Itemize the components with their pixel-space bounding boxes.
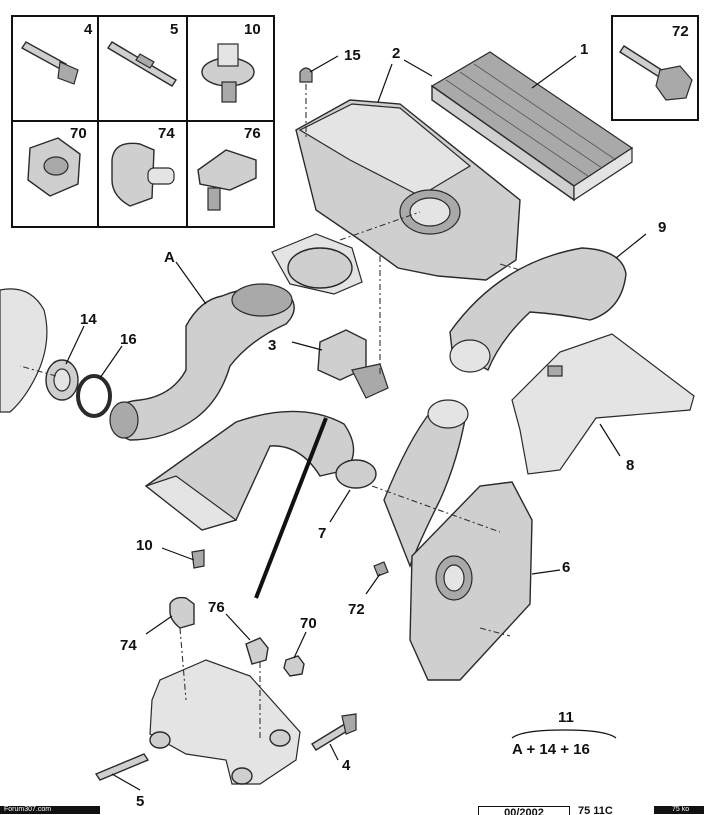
clip-74-icon bbox=[111, 142, 175, 207]
airflow-sensor-sleeve bbox=[271, 233, 363, 295]
engine-fragment bbox=[0, 288, 48, 413]
clip-15 bbox=[299, 67, 313, 83]
assembly-axes bbox=[19, 84, 521, 738]
inset-label-4: 4 bbox=[84, 21, 93, 38]
footer-watermark: Forum307.com bbox=[4, 806, 52, 813]
stud-5-icon bbox=[107, 41, 177, 87]
inset-label-10: 10 bbox=[244, 21, 261, 38]
screw-4-part bbox=[311, 713, 357, 751]
label-8: 8 bbox=[626, 457, 634, 474]
label-2: 2 bbox=[392, 45, 400, 62]
reference-date-box: 00/2002 bbox=[478, 806, 570, 815]
label-1: 1 bbox=[580, 41, 588, 58]
label-15: 15 bbox=[344, 47, 361, 64]
label-76: 76 bbox=[208, 599, 225, 616]
label-11: 11 bbox=[558, 709, 574, 726]
inset-label-70: 70 bbox=[70, 125, 87, 142]
inset-label-74: 74 bbox=[158, 125, 175, 142]
label-7: 7 bbox=[318, 525, 326, 542]
duct-a bbox=[109, 283, 295, 441]
kit-formula: 11 A + 14 + 16 bbox=[511, 709, 617, 758]
fastener-inset-grid: 4 5 10 70 74 76 bbox=[11, 15, 275, 228]
screw-4-icon bbox=[20, 41, 79, 85]
stud-5-part bbox=[94, 753, 150, 781]
fastener-inset-72: 72 bbox=[611, 15, 699, 121]
footer-bar-left: Forum307.com bbox=[0, 806, 100, 814]
label-3: 3 bbox=[268, 337, 276, 354]
inset-label-72: 72 bbox=[672, 23, 689, 40]
inlet-scoop bbox=[144, 410, 355, 531]
clip-76-part bbox=[245, 637, 269, 665]
air-filter-element bbox=[430, 51, 634, 202]
lower-mount-bracket bbox=[149, 659, 301, 785]
rubber-sleeve-14 bbox=[45, 359, 79, 401]
footer-file-size: 75 ko bbox=[672, 806, 690, 813]
label-5: 5 bbox=[136, 793, 144, 810]
inset-label-5: 5 bbox=[170, 21, 178, 38]
label-10: 10 bbox=[136, 537, 153, 554]
connector-hose bbox=[335, 459, 377, 489]
duct-bracket bbox=[383, 399, 533, 681]
clip-10-part bbox=[191, 549, 205, 569]
label-A: A bbox=[164, 249, 175, 266]
label-72: 72 bbox=[348, 601, 365, 618]
label-14: 14 bbox=[80, 311, 97, 328]
hose-clamp-16 bbox=[76, 374, 112, 418]
cover-panel bbox=[511, 333, 695, 475]
label-70: 70 bbox=[300, 615, 317, 632]
label-9: 9 bbox=[658, 219, 666, 236]
sensor-3 bbox=[317, 329, 389, 399]
air-filter-housing bbox=[295, 99, 521, 281]
clip-74-part bbox=[169, 596, 195, 629]
nut-70-icon bbox=[27, 137, 81, 197]
screw-72-part bbox=[373, 561, 389, 577]
clip-10-icon bbox=[201, 43, 255, 103]
label-16: 16 bbox=[120, 331, 137, 348]
kit-formula-text: A + 14 + 16 bbox=[512, 741, 590, 758]
leader-lines bbox=[65, 55, 647, 791]
label-6: 6 bbox=[562, 559, 570, 576]
clip-76-icon bbox=[197, 149, 257, 211]
assembly-pointer-line bbox=[254, 417, 328, 599]
nut-70-part bbox=[283, 655, 305, 677]
label-4: 4 bbox=[342, 757, 351, 774]
footer-bar-right: 75 ko bbox=[654, 806, 704, 814]
label-74: 74 bbox=[120, 637, 137, 654]
intake-duct bbox=[449, 247, 627, 373]
reference-code: 75 11C bbox=[578, 805, 613, 814]
inset-label-76: 76 bbox=[244, 125, 261, 142]
